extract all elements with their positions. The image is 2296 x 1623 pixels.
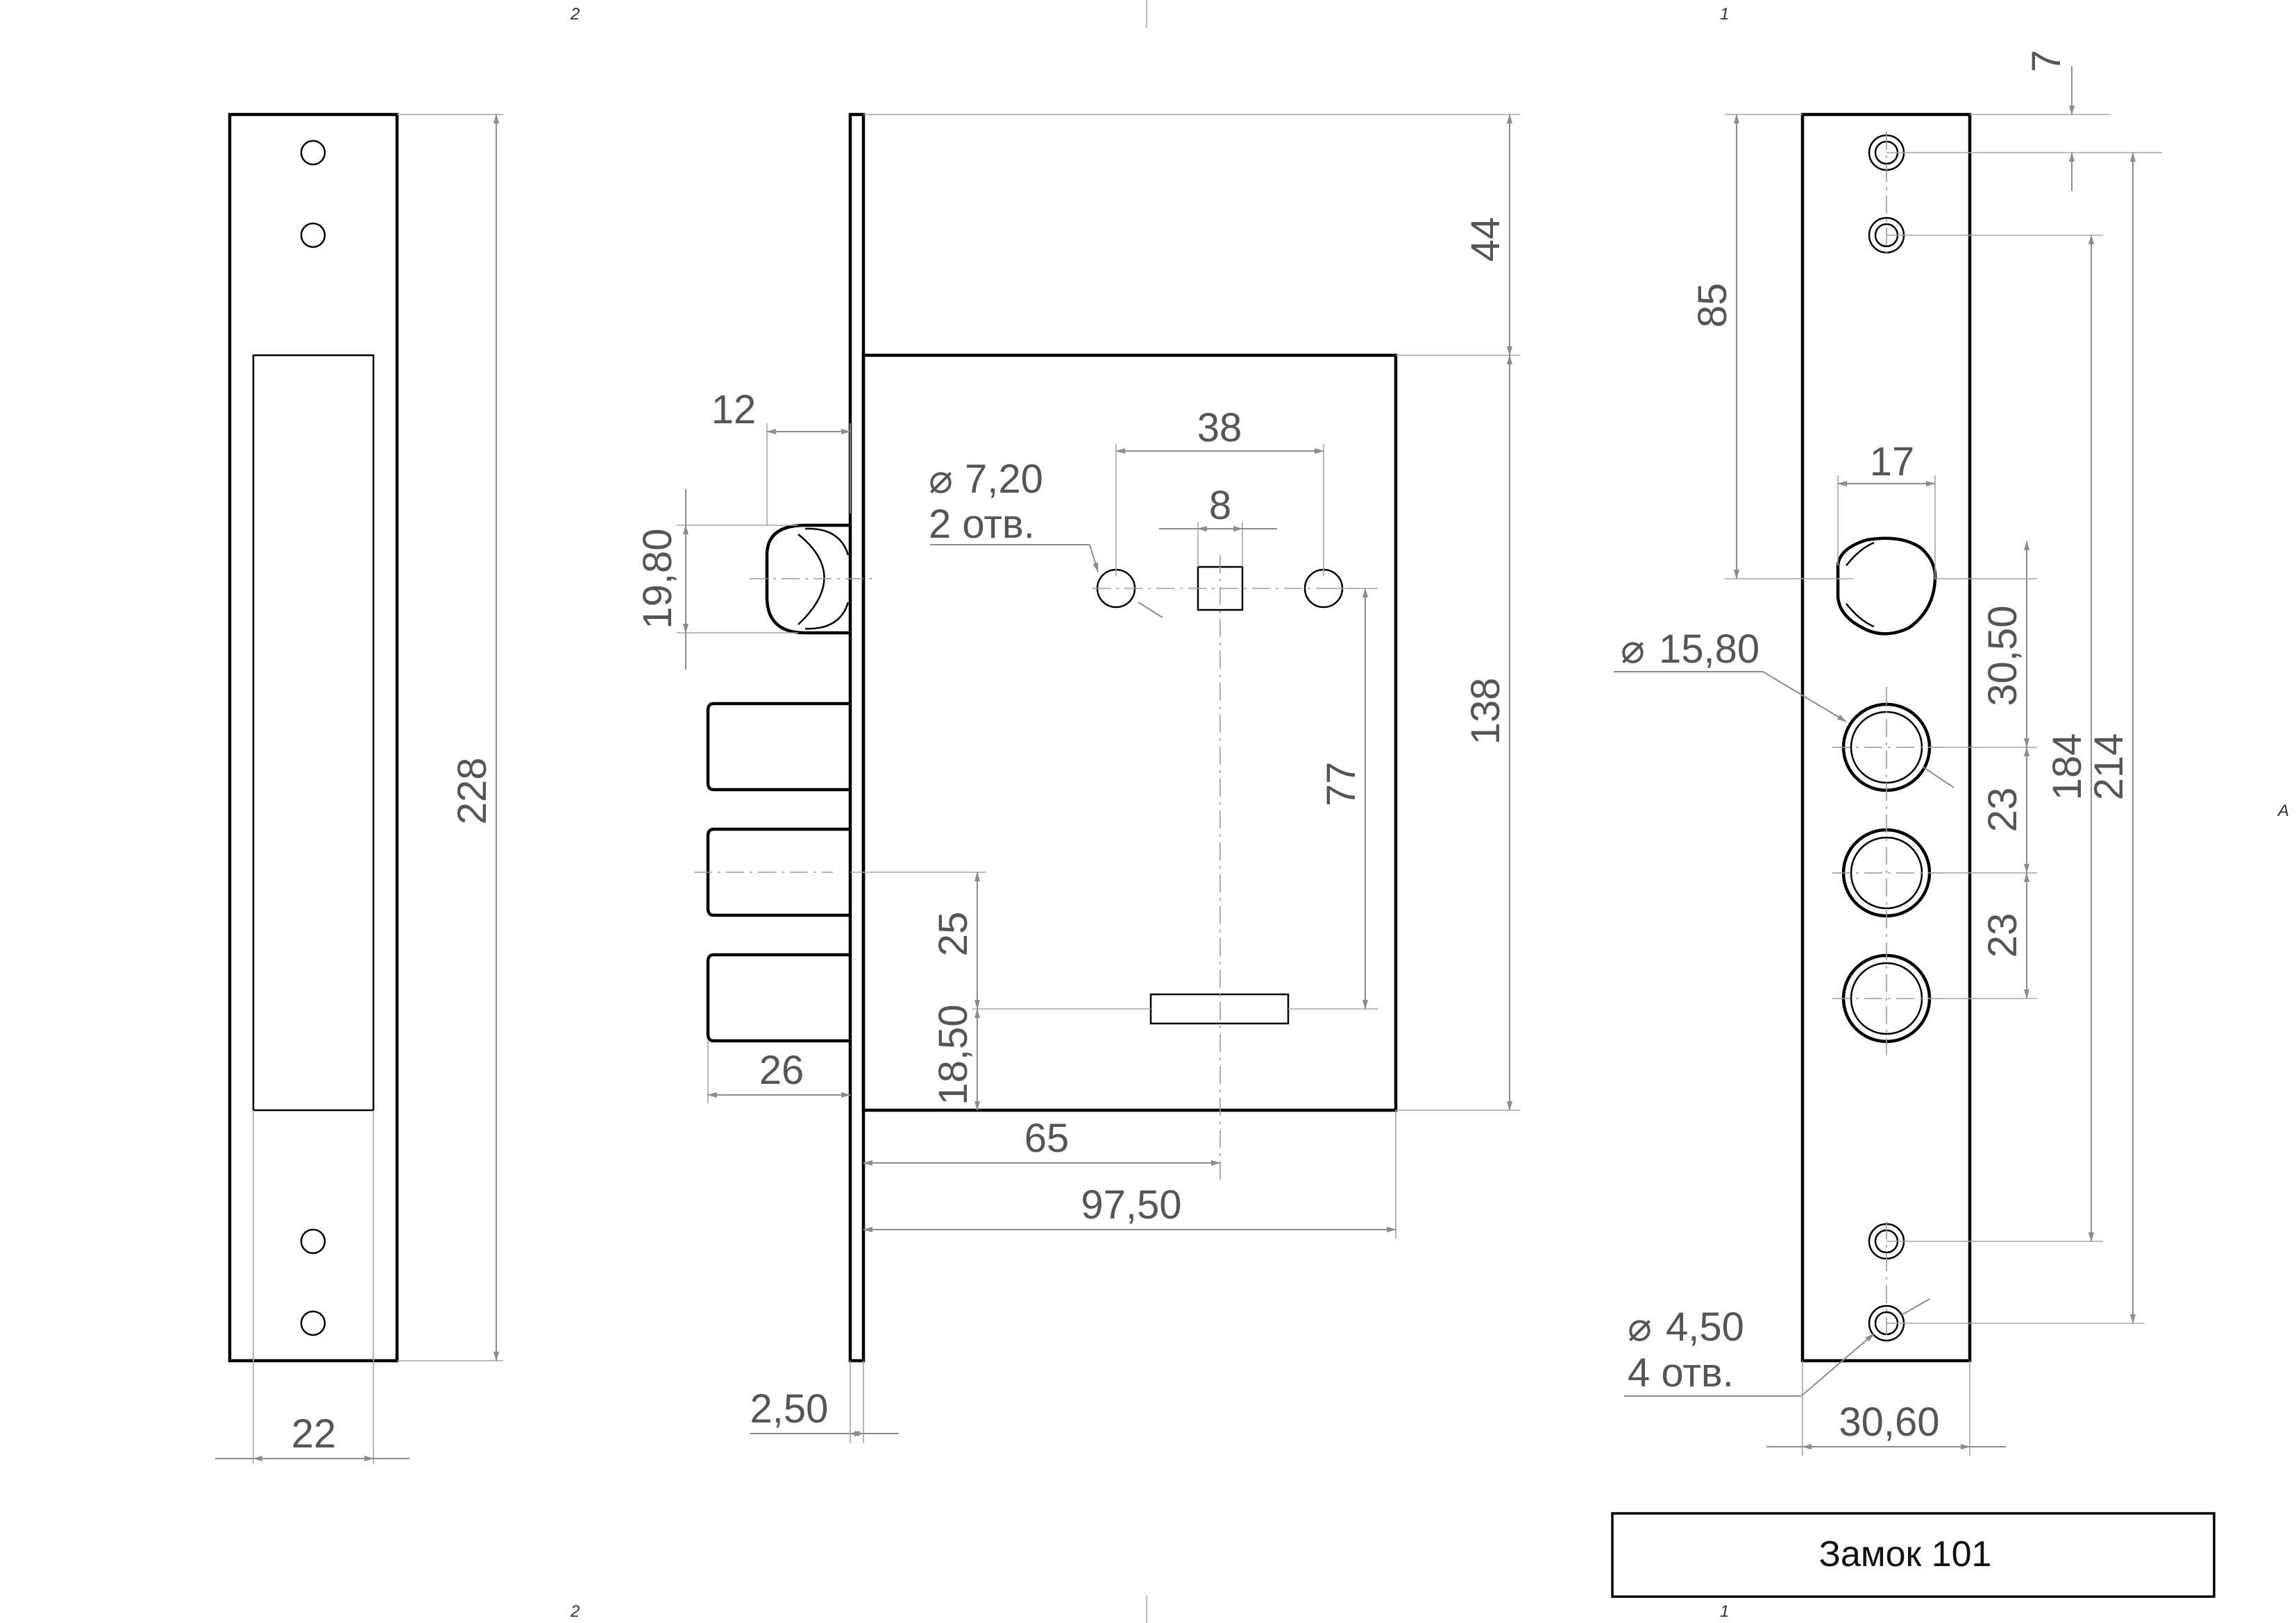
dim-keyhole-to-bottom: 18,50 — [931, 1004, 976, 1105]
dim-case-height: 138 — [1463, 678, 1508, 745]
note-hole-diameter: 7,20 — [965, 457, 1043, 502]
zone-label-top-1: 1 — [1720, 5, 1729, 24]
dead-bolt-3 — [706, 953, 850, 1043]
strike-plate-view: 228 22 — [215, 112, 503, 1464]
note-screw-count: 4 отв. — [1628, 1350, 1734, 1395]
strike-screw-hole-3 — [300, 1228, 326, 1255]
dim-case-width: 97,50 — [1081, 1182, 1181, 1227]
strike-plate-outline — [228, 112, 399, 1363]
zone-label-top-2: 2 — [570, 5, 580, 24]
zone-label-bottom-2: 2 — [570, 1602, 580, 1621]
drawing-title: Замок 101 — [1819, 1534, 1992, 1574]
dim-latch-opening-width: 17 — [1870, 439, 1915, 484]
lock-faceplate-side — [848, 112, 866, 1363]
dim-hole-spacing: 38 — [1197, 405, 1242, 450]
dim-bolt-pitch-1: 23 — [1980, 788, 2025, 833]
dim-bolt-projection: 26 — [759, 1048, 804, 1093]
dim-faceplate-top-offset: 44 — [1463, 217, 1508, 262]
dim-bolt-to-keyhole: 25 — [931, 912, 976, 957]
note-cylinder-diameter: 15,80 — [1659, 627, 1759, 672]
lock-case-outline — [861, 353, 1398, 1112]
strike-plate-window — [252, 354, 375, 1112]
dim-strike-height: 228 — [450, 758, 495, 825]
dim-outer-hole-spacing: 214 — [2086, 733, 2132, 801]
note-screw-diameter: 4,50 — [1666, 1305, 1744, 1350]
dead-bolt-1 — [706, 702, 850, 792]
dim-latch-projection: 12 — [711, 387, 757, 432]
dim-backset: 65 — [1024, 1116, 1070, 1161]
title-block-frame — [1611, 1512, 2215, 1598]
zone-label-right-a: A — [2277, 801, 2289, 820]
note-hole-count: 2 отв. — [929, 502, 1035, 547]
dim-spindle-to-keyhole: 77 — [1319, 762, 1364, 807]
note-cylinder-diameter-symbol: ⌀ — [1621, 627, 1645, 672]
strike-screw-hole-4 — [300, 1310, 326, 1336]
sheet-zone-markers: 2 1 2 1 A — [570, 0, 2289, 1623]
note-hole-diameter-symbol: ⌀ — [929, 457, 953, 502]
note-screw-diameter-symbol: ⌀ — [1628, 1305, 1652, 1350]
dim-bolt-pitch-2: 23 — [1980, 913, 2025, 958]
dim-strike-window-width: 22 — [292, 1411, 337, 1456]
dim-inner-hole-spacing: 184 — [2045, 733, 2090, 801]
faceplate-outline — [1800, 112, 1972, 1363]
latch-opening — [1836, 536, 1937, 636]
dim-top-to-latch: 85 — [1690, 283, 1735, 328]
zone-label-bottom-1: 1 — [1720, 1602, 1729, 1621]
faceplate-view: 7 85 17 30,50 23 23 184 214 — [1614, 50, 2162, 1456]
dim-faceplate-width: 30,60 — [1839, 1400, 1939, 1445]
lock-body-view: 12 19,80 26 25 18,50 2,50 38 8 — [635, 112, 1520, 1443]
dim-spindle-size: 8 — [1209, 483, 1231, 528]
keyhole-slot — [1149, 993, 1290, 1025]
latch-bolt — [765, 523, 850, 635]
dim-latch-to-bolt: 30,50 — [1980, 605, 2025, 706]
dim-latch-height: 19,80 — [635, 528, 680, 629]
strike-screw-hole-2 — [300, 222, 326, 248]
strike-screw-hole-1 — [300, 139, 326, 166]
title-block: Замок 101 — [1611, 1512, 2215, 1598]
dim-top-hole-offset: 7 — [2024, 50, 2069, 72]
dim-faceplate-thickness: 2,50 — [750, 1386, 829, 1431]
